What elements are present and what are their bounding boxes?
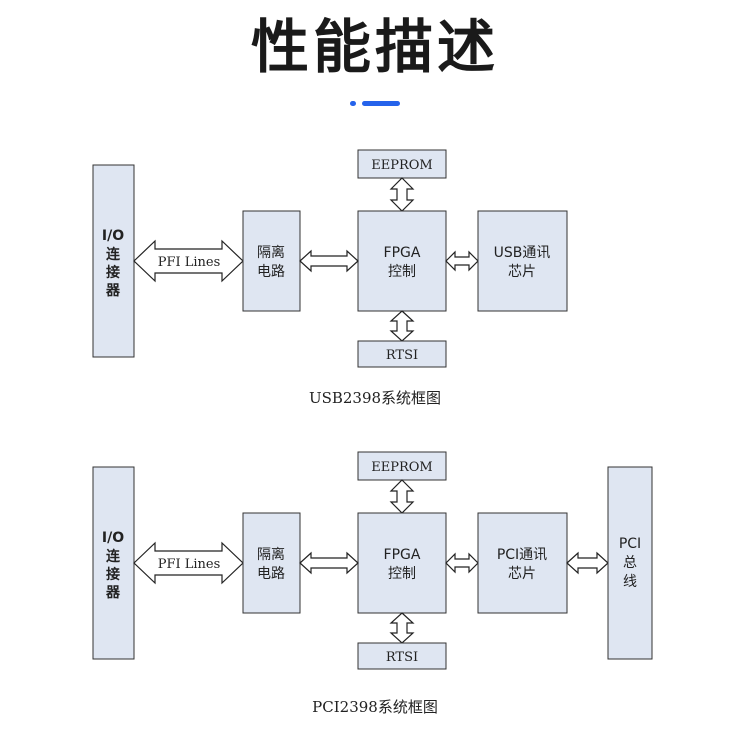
fpga-comm-arrow: [445, 250, 479, 272]
bus-label-line1: PCI: [619, 536, 641, 552]
usb2398-block-diagram: EEPROM FPGA 控制 RTSI I/O 连 接 器 PFI Lines …: [92, 149, 568, 368]
io-label-line3: 接: [106, 264, 120, 281]
isolation-fpga-arrow: [299, 249, 359, 273]
isolation-label-line1: 隔离: [257, 244, 285, 261]
bus-label-line3: 线: [623, 574, 637, 590]
fpga-label-line2: 控制: [388, 566, 416, 582]
fpga-rtsi-arrow: [389, 612, 415, 644]
rtsi-block: [357, 642, 447, 670]
pci-comm-chip-block: [477, 512, 568, 614]
io-connector-block: [92, 466, 135, 660]
isolation-label-line1: 隔离: [257, 546, 285, 563]
eeprom-block: [357, 149, 447, 179]
comm-bus-arrow: [566, 551, 609, 575]
comm-chip-label-line2: 芯片: [508, 566, 536, 582]
isolation-label-line2: 电路: [257, 566, 285, 582]
fpga-label-line1: FPGA: [384, 547, 421, 563]
page-title: 性能描述: [250, 13, 499, 81]
bus-label-line2: 总: [623, 555, 637, 571]
usb2398-caption: USB2398系统框图: [308, 389, 442, 407]
fpga-rtsi-arrow: [389, 310, 415, 342]
title-accent-bar: [362, 101, 400, 106]
comm-chip-label-line1: USB通讯: [494, 245, 551, 261]
isolation-label-line2: 电路: [257, 264, 285, 280]
isolation-circuit-block: [242, 512, 301, 614]
io-label-line1: I/O: [102, 228, 124, 244]
io-label-line4: 器: [105, 585, 121, 601]
io-label-line4: 器: [105, 283, 121, 299]
comm-chip-label-line1: PCI通讯: [497, 547, 547, 563]
pfi-lines-label: PFI Lines: [158, 557, 221, 572]
isolation-circuit-block: [242, 210, 301, 312]
title-accent-dot: [350, 101, 356, 106]
isolation-fpga-arrow: [299, 551, 359, 575]
io-connector-block: [92, 164, 135, 358]
io-label-line2: 连: [106, 246, 121, 263]
rtsi-block: [357, 340, 447, 368]
io-label-line3: 接: [106, 566, 120, 583]
eeprom-block: [357, 451, 447, 481]
fpga-block: [357, 512, 447, 614]
rtsi-label: RTSI: [386, 650, 418, 665]
usb-comm-chip-block: [477, 210, 568, 312]
eeprom-label: EEPROM: [371, 158, 432, 173]
eeprom-label: EEPROM: [371, 460, 432, 475]
fpga-label-line2: 控制: [388, 264, 416, 280]
io-label-line1: I/O: [102, 530, 124, 546]
fpga-block: [357, 210, 447, 312]
pci2398-block-diagram: EEPROM FPGA 控制 RTSI I/O 连 接 器 PFI Lines …: [92, 451, 653, 670]
fpga-comm-arrow: [445, 552, 479, 574]
fpga-label-line1: FPGA: [384, 245, 421, 261]
rtsi-label: RTSI: [386, 348, 418, 363]
eeprom-fpga-arrow: [389, 177, 415, 212]
io-label-line2: 连: [106, 548, 121, 565]
pci2398-caption: PCI2398系统框图: [312, 698, 438, 716]
comm-chip-label-line2: 芯片: [508, 264, 536, 280]
pfi-lines-label: PFI Lines: [158, 255, 221, 270]
eeprom-fpga-arrow: [389, 479, 415, 514]
pci-bus-block: [607, 466, 653, 660]
